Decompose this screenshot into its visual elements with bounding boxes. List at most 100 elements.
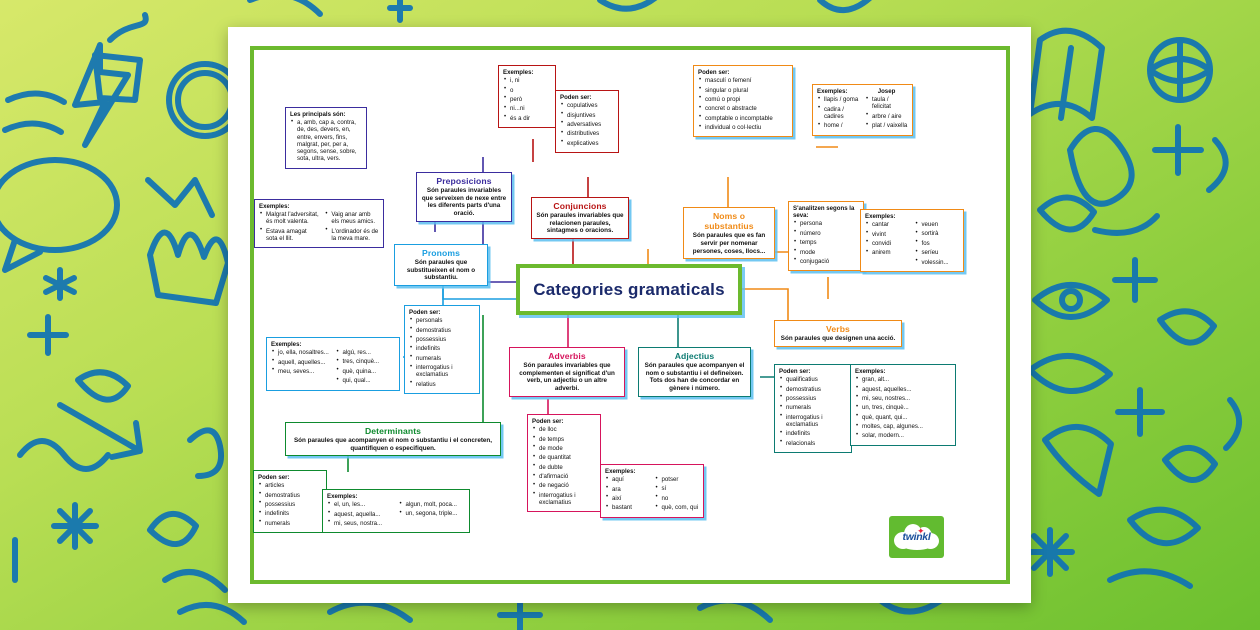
list-item: veuen	[915, 220, 960, 228]
determinants-examples-box[interactable]: Exemples: el, un, les... aquest, aquella…	[322, 489, 470, 534]
verbs-examples-box[interactable]: Exemples: cantar vivint convidi anirem v…	[860, 209, 964, 272]
noms-poden-box[interactable]: Poden ser: masculí o femení singular o p…	[693, 65, 793, 138]
node-adverbis[interactable]: Adverbis Són paraules invariables que co…	[509, 347, 625, 397]
node-determinants[interactable]: Determinants Són paraules que acompanyen…	[285, 422, 501, 457]
list-item: cadira / cadires	[817, 105, 860, 120]
list-item: meu, seves...	[271, 367, 331, 375]
list-item: articles	[258, 482, 322, 490]
verbs-analitzen-box[interactable]: S'analitzen segons la seva: persona núme…	[788, 201, 864, 272]
node-adjectius[interactable]: Adjectius Són paraules que acompanyen el…	[638, 347, 751, 397]
list-item: fos	[915, 239, 960, 247]
central-node-categories-gramaticals[interactable]: Categories gramaticals	[516, 264, 742, 315]
adverbis-poden-header: Poden ser:	[532, 418, 564, 425]
node-conjuncions-title: Conjuncions	[553, 201, 607, 211]
list-item: mode	[793, 248, 859, 256]
list-item: de negació	[532, 482, 596, 490]
adjectius-poden-list: qualificatius demostratius possessius nu…	[779, 376, 847, 447]
node-noms-desc: Són paraules que es fan servir per nomen…	[692, 232, 766, 255]
node-conjuncions[interactable]: Conjuncions Són paraules invariables que…	[531, 197, 629, 240]
node-preposicions-title: Preposicions	[436, 176, 492, 186]
adjectius-poden-box[interactable]: Poden ser: qualificatius demostratius po…	[774, 364, 852, 453]
list-item: aquest, aquelles...	[855, 385, 951, 393]
adverbis-examples-col2: potser sí no què, com, qui	[655, 475, 700, 512]
list-item: relatius	[409, 380, 475, 388]
adjectius-examples-box[interactable]: Exemples: gran, alt... aquest, aquelles.…	[850, 364, 956, 446]
list-item: volessin...	[915, 258, 960, 266]
list-item: possessius	[779, 394, 847, 402]
list-item: bastant	[605, 504, 650, 512]
list-item: conjugació	[793, 257, 859, 265]
noms-examples-box[interactable]: Exemples: llapis / goma cadira / cadires…	[812, 84, 913, 136]
node-noms[interactable]: Noms o substantius Són paraules que es f…	[683, 207, 775, 260]
node-determinants-desc: Són paraules que acompanyen el nom o sub…	[293, 437, 493, 452]
conjuncions-poden-header: Poden ser:	[560, 94, 592, 101]
adjectius-examples-list: gran, alt... aquest, aquelles... mi, seu…	[855, 376, 951, 440]
determinants-examples-col2: algun, molt, poca... un, segona, triple.…	[399, 500, 466, 518]
list-item: què, com, qui	[655, 504, 700, 512]
list-item: indefinits	[258, 510, 322, 518]
poster-page: Categories gramaticals Preposicions Són …	[228, 27, 1031, 603]
pronoms-examples-box[interactable]: Exemples: jo, ella, nosaltres... aquell,…	[266, 337, 400, 391]
conjuncions-examples-header: Exemples:	[503, 69, 534, 76]
list-item: temps	[793, 239, 859, 247]
verbs-examples-col2: veuen sortirà fos seríeu volessin...	[915, 220, 960, 266]
determinants-poden-header: Poden ser:	[258, 474, 290, 481]
list-item: possessius	[409, 335, 475, 343]
list-item: demostratius	[779, 385, 847, 393]
list-item: numerals	[779, 404, 847, 412]
list-item: plat / vaixella	[865, 122, 908, 130]
adverbis-examples-box[interactable]: Exemples: aquí ara així bastant potser s…	[600, 464, 704, 518]
list-item: personals	[409, 317, 475, 325]
adjectius-poden-header: Poden ser:	[779, 368, 811, 375]
list-item: el, un, les...	[327, 501, 394, 509]
verbs-examples-col1: cantar vivint convidi anirem	[865, 221, 910, 257]
preposicions-principals-header: Les principals són:	[290, 111, 346, 118]
preposicions-principals-box[interactable]: Les principals són: a, amb, cap a, contr…	[285, 107, 367, 169]
page-frame-border	[250, 46, 1010, 584]
conjuncions-examples-box[interactable]: Exemples: i, ni o però ni...ni és a dir	[498, 65, 556, 129]
node-determinants-title: Determinants	[364, 426, 422, 436]
preposicions-examples-box[interactable]: Exemples: Malgrat l'adversitat, és molt …	[254, 199, 384, 249]
list-item: qui, qual...	[336, 377, 396, 385]
list-item: vivint	[865, 230, 910, 238]
preposicions-examples-col1: Malgrat l'adversitat, és molt valenta. E…	[259, 211, 319, 244]
noms-examples-header: Exemples:	[817, 88, 848, 95]
list-item: qualificatius	[779, 376, 847, 384]
list-item: aquí	[605, 476, 650, 484]
list-item: d'afirmació	[532, 473, 596, 481]
adverbis-poden-box[interactable]: Poden ser: de lloc de temps de mode de q…	[527, 414, 601, 513]
list-item: així	[605, 494, 650, 502]
list-item: un, tres, cinquè...	[855, 404, 951, 412]
noms-poden-list: masculí o femení singular o plural comú …	[698, 77, 788, 131]
list-item: mi, seus, nostra...	[327, 519, 394, 527]
list-item: L'ordinador és de la meva mare.	[324, 227, 379, 242]
list-item: algun, molt, poca...	[399, 500, 466, 508]
determinants-poden-box[interactable]: Poden ser: articles demostratius possess…	[253, 470, 327, 534]
twinkl-logo[interactable]: ✦ twinkl	[889, 516, 944, 558]
list-item: demostratius	[409, 326, 475, 334]
node-preposicions-desc: Són paraules invariables que serveixen d…	[421, 187, 507, 218]
list-item: masculí o femení	[698, 77, 788, 85]
list-item: singular o plural	[698, 86, 788, 94]
list-item: gran, alt...	[855, 376, 951, 384]
pronoms-poden-header: Poden ser:	[409, 309, 441, 316]
list-item: número	[793, 229, 859, 237]
node-noms-title: Noms o substantius	[704, 211, 754, 232]
list-item: de lloc	[532, 426, 596, 434]
adverbis-examples-header: Exemples:	[605, 468, 636, 475]
determinants-examples-header: Exemples:	[327, 493, 358, 500]
list-item: tres, cinquè...	[336, 358, 396, 366]
list-item: de temps	[532, 435, 596, 443]
noms-examples-col1: llapis / goma cadira / cadires home /	[817, 96, 860, 129]
node-pronoms[interactable]: Pronoms Són paraules que substitueixen e…	[394, 244, 488, 287]
node-verbs[interactable]: Verbs Són paraules que designen una acci…	[774, 320, 902, 347]
pronoms-examples-header: Exemples:	[271, 341, 302, 348]
list-item: indefinits	[779, 430, 847, 438]
list-item: o	[503, 86, 551, 94]
list-item: de quantitat	[532, 454, 596, 462]
conjuncions-poden-box[interactable]: Poden ser: copulatives disjuntives adver…	[555, 90, 619, 154]
pronoms-poden-box[interactable]: Poden ser: personals demostratius posses…	[404, 305, 480, 394]
list-item: demostratius	[258, 491, 322, 499]
star-icon: ✦	[917, 525, 925, 536]
node-preposicions[interactable]: Preposicions Són paraules invariables qu…	[416, 172, 512, 222]
